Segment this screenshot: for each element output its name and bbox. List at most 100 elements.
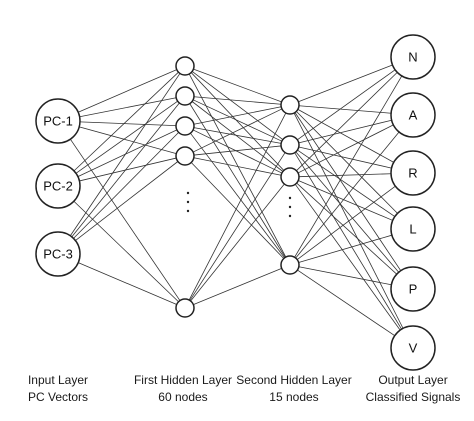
connection-line xyxy=(79,97,177,118)
node-circle xyxy=(280,255,300,275)
connection-line xyxy=(298,146,392,169)
first-hidden-layer-subtitle: 60 nodes xyxy=(158,390,208,404)
node-label: L xyxy=(409,222,416,237)
layer-captions: Input Layer PC Vectors First Hidden Laye… xyxy=(0,372,474,412)
connection-line xyxy=(75,100,178,174)
connection-line xyxy=(297,69,396,141)
first-hidden-node xyxy=(175,298,195,318)
connection-line xyxy=(298,173,392,178)
node-circle xyxy=(390,92,436,138)
output-node: P xyxy=(390,266,436,312)
second-hidden-node xyxy=(280,135,300,155)
connection-line xyxy=(192,99,283,142)
output-node: V xyxy=(390,325,436,371)
node-circle xyxy=(390,325,436,371)
output-node: L xyxy=(390,206,436,252)
node-circle xyxy=(390,206,436,252)
node-circle xyxy=(390,34,436,80)
connection-line xyxy=(192,129,283,174)
node-label: A xyxy=(409,108,418,123)
connection-line xyxy=(190,183,285,302)
output-layer-caption: Output Layer Classified Signals xyxy=(353,372,473,406)
connection-line xyxy=(79,157,177,182)
node-label: PC-1 xyxy=(43,114,73,129)
connection-line xyxy=(71,102,180,238)
second-hidden-layer-subtitle: 15 nodes xyxy=(269,390,319,404)
second-hidden-node xyxy=(280,95,300,115)
connection-line xyxy=(189,103,286,258)
connection-line xyxy=(297,124,394,174)
node-label: R xyxy=(408,166,417,181)
connection-line xyxy=(191,101,284,172)
connection-line xyxy=(193,268,282,305)
second-hidden-layer-caption: Second Hidden Layer 15 nodes xyxy=(234,372,354,406)
ellipsis-markers xyxy=(186,191,292,218)
connection-line xyxy=(294,112,402,271)
input-node: PC-1 xyxy=(35,98,81,144)
connection-line xyxy=(298,105,392,114)
first-hidden-node xyxy=(175,146,195,166)
node-circle xyxy=(175,56,195,76)
connection-line xyxy=(193,96,282,105)
output-layer-subtitle: Classified Signals xyxy=(365,390,461,404)
connection-line xyxy=(75,161,179,241)
ellipsis-dot xyxy=(288,205,292,209)
connection-line xyxy=(78,262,177,305)
connection-line xyxy=(297,269,395,337)
connection-line xyxy=(79,126,177,154)
connection-line xyxy=(296,72,398,172)
connection-line xyxy=(191,71,284,140)
connections xyxy=(69,64,404,337)
node-label: N xyxy=(408,50,417,65)
connection-line xyxy=(193,68,282,103)
connection-line xyxy=(79,121,177,127)
input-layer-caption: Input Layer PC Vectors xyxy=(0,372,118,406)
input-node: PC-3 xyxy=(35,231,81,277)
connection-line xyxy=(188,112,287,301)
first-hidden-node xyxy=(175,56,195,76)
input-layer-title: Input Layer xyxy=(27,373,89,387)
connection-line xyxy=(193,106,282,125)
connection-line xyxy=(298,266,392,286)
nodes: PC-1PC-2PC-3 N A R L PV xyxy=(35,34,436,371)
node-circle xyxy=(390,266,436,312)
connection-line xyxy=(298,119,392,144)
connection-line xyxy=(77,129,178,177)
node-circle xyxy=(175,116,195,136)
connection-line xyxy=(298,180,393,221)
node-label: PC-2 xyxy=(43,179,73,194)
node-circle xyxy=(280,135,300,155)
connection-line xyxy=(190,162,285,259)
output-layer-title: Output Layer xyxy=(378,373,448,387)
connection-line xyxy=(73,132,179,239)
connection-line xyxy=(73,71,179,172)
node-circle xyxy=(35,231,81,277)
input-node: PC-2 xyxy=(35,163,81,209)
connection-line xyxy=(295,131,400,259)
connection-line xyxy=(297,149,396,217)
second-hidden-node xyxy=(280,255,300,275)
connection-line xyxy=(69,73,181,236)
first-hidden-node xyxy=(175,116,195,136)
connection-line xyxy=(296,185,396,260)
node-circle xyxy=(35,163,81,209)
node-circle xyxy=(390,150,436,196)
connection-line xyxy=(193,127,282,144)
output-node: R xyxy=(390,150,436,196)
node-circle xyxy=(280,167,300,187)
connection-line xyxy=(294,75,403,258)
connection-line xyxy=(73,200,179,303)
node-circle xyxy=(175,146,195,166)
connection-line xyxy=(296,182,398,275)
output-node: A xyxy=(390,92,436,138)
connection-line xyxy=(189,152,286,301)
first-hidden-layer-caption: First Hidden Layer 60 nodes xyxy=(123,372,243,406)
connection-line xyxy=(298,234,392,263)
node-circle xyxy=(175,86,195,106)
connection-line xyxy=(192,108,283,153)
second-hidden-node xyxy=(280,167,300,187)
connection-line xyxy=(296,111,398,214)
node-circle xyxy=(35,98,81,144)
connection-line xyxy=(294,184,401,331)
